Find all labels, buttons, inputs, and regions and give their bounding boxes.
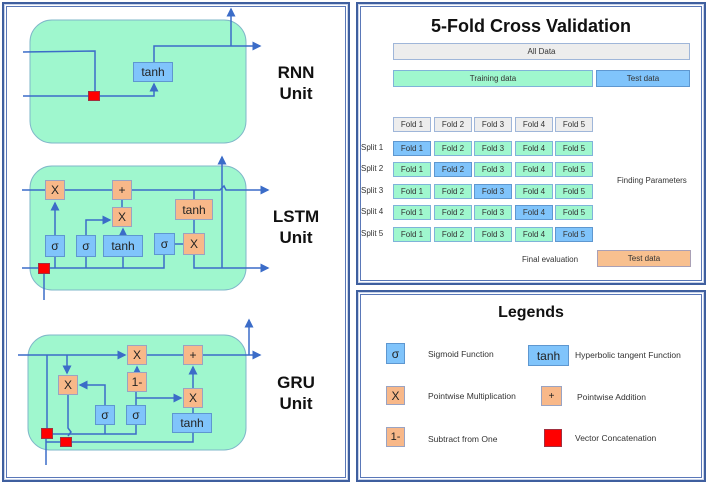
- rnn-concat-node: [88, 91, 100, 101]
- test-fold-cell: Fold 2: [434, 162, 472, 177]
- train-fold-cell: Fold 1: [393, 227, 431, 242]
- test-data-bar: Test data: [596, 70, 690, 87]
- legend-panel: Legends: [356, 290, 706, 482]
- split-label: Split 5: [361, 229, 384, 238]
- train-fold-cell: Fold 2: [434, 227, 472, 242]
- rnn-unit-label: RNN Unit: [256, 62, 336, 104]
- gru-wiring: [18, 318, 262, 465]
- lstm-output-multiply-node: X: [183, 233, 205, 255]
- test-fold-cell: Fold 3: [474, 184, 512, 199]
- test-fold-cell: Fold 4: [515, 205, 553, 220]
- lstm-output-sigmoid-node: σ: [154, 233, 175, 255]
- split-label: Split 3: [361, 186, 384, 195]
- cv-title: 5-Fold Cross Validation: [430, 16, 632, 36]
- lstm-cell-tanh-node: tanh: [175, 199, 213, 220]
- rnn-tanh-node: tanh: [133, 62, 173, 82]
- gru-keep-multiply-node: X: [127, 345, 147, 365]
- rnn-label-line2: Unit: [279, 84, 313, 103]
- lstm-label-line1: LSTM: [272, 207, 320, 226]
- training-data-bar: Training data: [393, 70, 593, 87]
- fold-header-cell: Fold 5: [555, 117, 593, 132]
- gru-unit-label: GRU Unit: [256, 372, 336, 414]
- final-evaluation-label: Final evaluation: [522, 255, 579, 264]
- legend-tanh-text: Hyperbolic tangent Function: [575, 350, 681, 360]
- train-fold-cell: Fold 5: [555, 184, 593, 199]
- train-fold-cell: Fold 3: [474, 162, 512, 177]
- finding-parameters-label: Finding Parameters: [617, 176, 687, 185]
- lstm-input-sigmoid-node: σ: [76, 235, 96, 257]
- legend-sigmoid-text: Sigmoid Function: [428, 349, 494, 359]
- train-fold-cell: Fold 2: [434, 205, 472, 220]
- legend-multiply-text: Pointwise Multiplication: [428, 391, 516, 401]
- fold-header-cell: Fold 2: [434, 117, 472, 132]
- train-fold-cell: Fold 4: [515, 141, 553, 156]
- train-fold-cell: Fold 2: [434, 184, 472, 199]
- lstm-concat-node: [38, 263, 50, 274]
- train-fold-cell: Fold 4: [515, 184, 553, 199]
- legend-add-text: Pointwise Addition: [577, 392, 646, 402]
- legend-one-minus-icon: 1-: [386, 427, 405, 447]
- split-label: Split 4: [361, 207, 384, 216]
- train-fold-cell: Fold 1: [393, 205, 431, 220]
- legend-title: Legends: [498, 304, 564, 321]
- train-fold-cell: Fold 4: [515, 227, 553, 242]
- all-data-bar: All Data: [393, 43, 690, 60]
- gru-reset-multiply-node: X: [58, 375, 78, 395]
- legend-sigmoid-icon: σ: [386, 343, 405, 364]
- gru-reset-sigmoid-node: σ: [95, 405, 115, 425]
- split-label: Split 1: [361, 143, 384, 152]
- fold-header-cell: Fold 4: [515, 117, 553, 132]
- gru-one-minus-node: 1-: [127, 372, 147, 392]
- gru-update-multiply-node: X: [183, 388, 203, 408]
- train-fold-cell: Fold 1: [393, 184, 431, 199]
- lstm-forget-sigmoid-node: σ: [45, 235, 65, 257]
- gru-state-add-node: +: [183, 345, 203, 365]
- lstm-input-multiply-node: X: [112, 207, 132, 227]
- gru-label-line2: Unit: [279, 394, 313, 413]
- train-fold-cell: Fold 2: [434, 141, 472, 156]
- test-fold-cell: Fold 1: [393, 141, 431, 156]
- lstm-cell-add-node: +: [112, 180, 132, 200]
- lstm-cell-box: [29, 165, 247, 291]
- lstm-forget-multiply-node: X: [45, 180, 65, 200]
- fold-header-cell: Fold 1: [393, 117, 431, 132]
- legend-multiply-icon: X: [386, 386, 405, 405]
- final-test-data-bar: Test data: [597, 250, 691, 267]
- train-fold-cell: Fold 5: [555, 162, 593, 177]
- gru-concat-node-1: [41, 428, 53, 439]
- lstm-unit-label: LSTM Unit: [256, 206, 336, 248]
- train-fold-cell: Fold 5: [555, 141, 593, 156]
- legend-concat-icon: [544, 429, 562, 447]
- test-fold-cell: Fold 5: [555, 227, 593, 242]
- rnn-label-line1: RNN: [277, 63, 315, 82]
- legend-concat-text: Vector Concatenation: [575, 433, 657, 443]
- gru-concat-node-2: [60, 437, 72, 447]
- train-fold-cell: Fold 3: [474, 141, 512, 156]
- train-fold-cell: Fold 4: [515, 162, 553, 177]
- gru-label-line1: GRU: [277, 373, 315, 392]
- split-label: Split 2: [361, 164, 384, 173]
- train-fold-cell: Fold 5: [555, 205, 593, 220]
- legend-one-minus-text: Subtract from One: [428, 434, 498, 444]
- legend-add-icon: +: [541, 386, 562, 406]
- legend-tanh-icon: tanh: [528, 345, 569, 366]
- lstm-label-line2: Unit: [279, 228, 313, 247]
- fold-header-cell: Fold 3: [474, 117, 512, 132]
- train-fold-cell: Fold 1: [393, 162, 431, 177]
- gru-update-sigmoid-node: σ: [126, 405, 146, 425]
- train-fold-cell: Fold 3: [474, 227, 512, 242]
- lstm-wiring: [22, 155, 270, 300]
- gru-candidate-tanh-node: tanh: [172, 413, 212, 433]
- train-fold-cell: Fold 3: [474, 205, 512, 220]
- lstm-candidate-tanh-node: tanh: [103, 235, 143, 257]
- rnn-wiring: [22, 7, 262, 97]
